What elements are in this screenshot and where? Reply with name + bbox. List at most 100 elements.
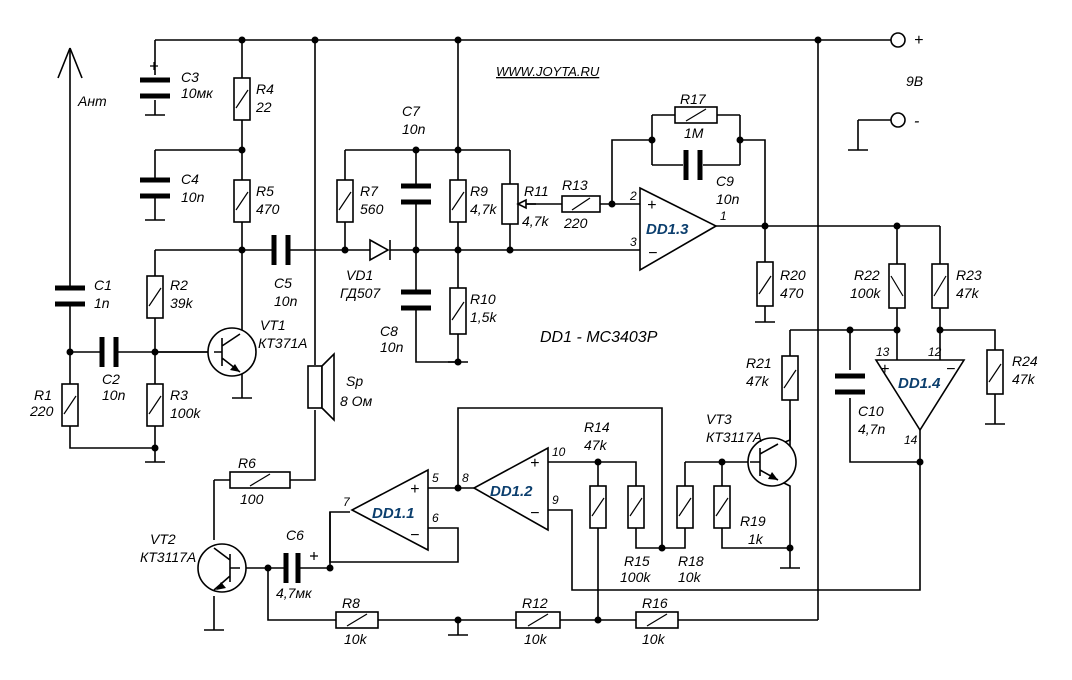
resistor-R5: [233, 179, 251, 223]
pin-1: 1: [720, 209, 727, 223]
dd11-minus: −: [410, 527, 419, 544]
value-R17: 1M: [684, 125, 704, 141]
capacitor-C5: [271, 235, 291, 265]
label-R6: R6: [238, 455, 256, 471]
value-R23: 47k: [956, 285, 980, 301]
label-C7: C7: [402, 103, 421, 119]
resistor-R24: [986, 349, 1004, 395]
value-R8: 10k: [344, 631, 368, 647]
site-url[interactable]: WWW.JOYTA.RU: [496, 64, 600, 79]
pin-7: 7: [343, 495, 351, 509]
value-C7: 10n: [402, 121, 426, 137]
capacitor-C3: [140, 62, 170, 99]
value-VT2: КТ3117А: [140, 549, 196, 565]
ground-symbols: [145, 114, 1005, 636]
label-R24: R24: [1012, 353, 1038, 369]
label-VT2: VT2: [150, 531, 176, 547]
label-R15: R15: [624, 553, 650, 569]
value-R4: 22: [255, 99, 272, 115]
resistor-R1: [61, 383, 79, 427]
capacitor-C9: [683, 150, 703, 180]
capacitors: [55, 62, 865, 583]
wires: [57, 39, 996, 635]
value-R13: 220: [563, 215, 588, 231]
label-C2: C2: [102, 371, 120, 387]
label-R20: R20: [780, 267, 806, 283]
label-R9: R9: [470, 183, 488, 199]
label-R3: R3: [170, 387, 188, 403]
pin-3: 3: [630, 235, 637, 249]
pin-10: 10: [552, 445, 566, 459]
value-C8: 10n: [380, 339, 404, 355]
opamp-DD1-1-label: DD1.1: [372, 505, 415, 522]
label-R23: R23: [956, 267, 982, 283]
value-C3: 10мк: [181, 85, 214, 101]
pin-2: 2: [629, 189, 637, 203]
label-C4: C4: [181, 171, 199, 187]
resistor-R11: [501, 183, 536, 225]
resistor-R7: [336, 179, 354, 223]
opamp-DD1-4-label: DD1.4: [898, 375, 941, 392]
value-R15: 100k: [620, 569, 651, 585]
value-Sp: 8 Ом: [340, 393, 373, 409]
label-VT3: VT3: [706, 411, 732, 427]
pin-12: 12: [928, 345, 942, 359]
value-R3: 100k: [170, 405, 201, 421]
capacitor-C8: [401, 289, 431, 311]
opamp-DD1-2: [472, 446, 549, 532]
label-R11: R11: [524, 183, 549, 199]
pin-14: 14: [904, 433, 918, 447]
value-R19: 1k: [748, 531, 764, 547]
transistor-VT2: [197, 543, 247, 593]
value-C5: 10n: [274, 293, 298, 309]
value-C9: 10n: [716, 191, 740, 207]
supply-minus: -: [914, 113, 919, 130]
label-R4: R4: [256, 81, 274, 97]
capacitor-C7: [401, 183, 431, 205]
value-R5: 470: [256, 201, 280, 217]
terminals: [890, 32, 906, 128]
transistor-VT1: [207, 327, 257, 377]
resistors: [61, 77, 1004, 629]
value-C6: 4,7мк: [276, 585, 313, 601]
value-R21: 47k: [746, 373, 770, 389]
resistor-R6: [229, 471, 291, 489]
label-C8: C8: [380, 323, 398, 339]
resistor-R8: [335, 611, 379, 629]
label-R21: R21: [746, 355, 772, 371]
capacitor-C10: [835, 373, 865, 395]
label-C1: C1: [94, 277, 112, 293]
label-R14: R14: [584, 419, 610, 435]
minus-terminal[interactable]: [890, 112, 906, 128]
diode-VD1: [369, 238, 391, 262]
label-Sp: Sp: [346, 373, 363, 389]
value-R18: 10k: [678, 569, 702, 585]
value-VT1: КТ371А: [258, 335, 308, 351]
antenna-label: Ант: [77, 93, 107, 109]
value-R20: 470: [780, 285, 804, 301]
resistor-R18: [676, 485, 694, 529]
opamp-DD1-3-label: DD1.3: [646, 221, 689, 238]
value-R10: 1,5k: [470, 309, 497, 325]
dd12-minus: −: [530, 505, 539, 522]
resistor-R2: [146, 275, 164, 319]
plus-terminal[interactable]: [890, 32, 906, 48]
chip-label: DD1 - MC3403P: [540, 329, 658, 346]
value-R7: 560: [360, 201, 384, 217]
pin-6: 6: [432, 511, 439, 525]
value-R22: 100k: [850, 285, 881, 301]
value-C2: 10n: [102, 387, 126, 403]
resistor-R23: [931, 263, 949, 309]
resistor-R9: [449, 179, 467, 223]
resistor-R19: [713, 485, 731, 529]
transistor-VT3: [747, 437, 797, 487]
capacitor-C4: [140, 177, 170, 199]
pin-9: 9: [552, 493, 559, 507]
resistor-R3: [146, 383, 164, 427]
resistor-R20: [756, 261, 774, 307]
opamp-DD1-3: [639, 186, 718, 272]
pin-8: 8: [462, 471, 469, 485]
label-R5: R5: [256, 183, 274, 199]
